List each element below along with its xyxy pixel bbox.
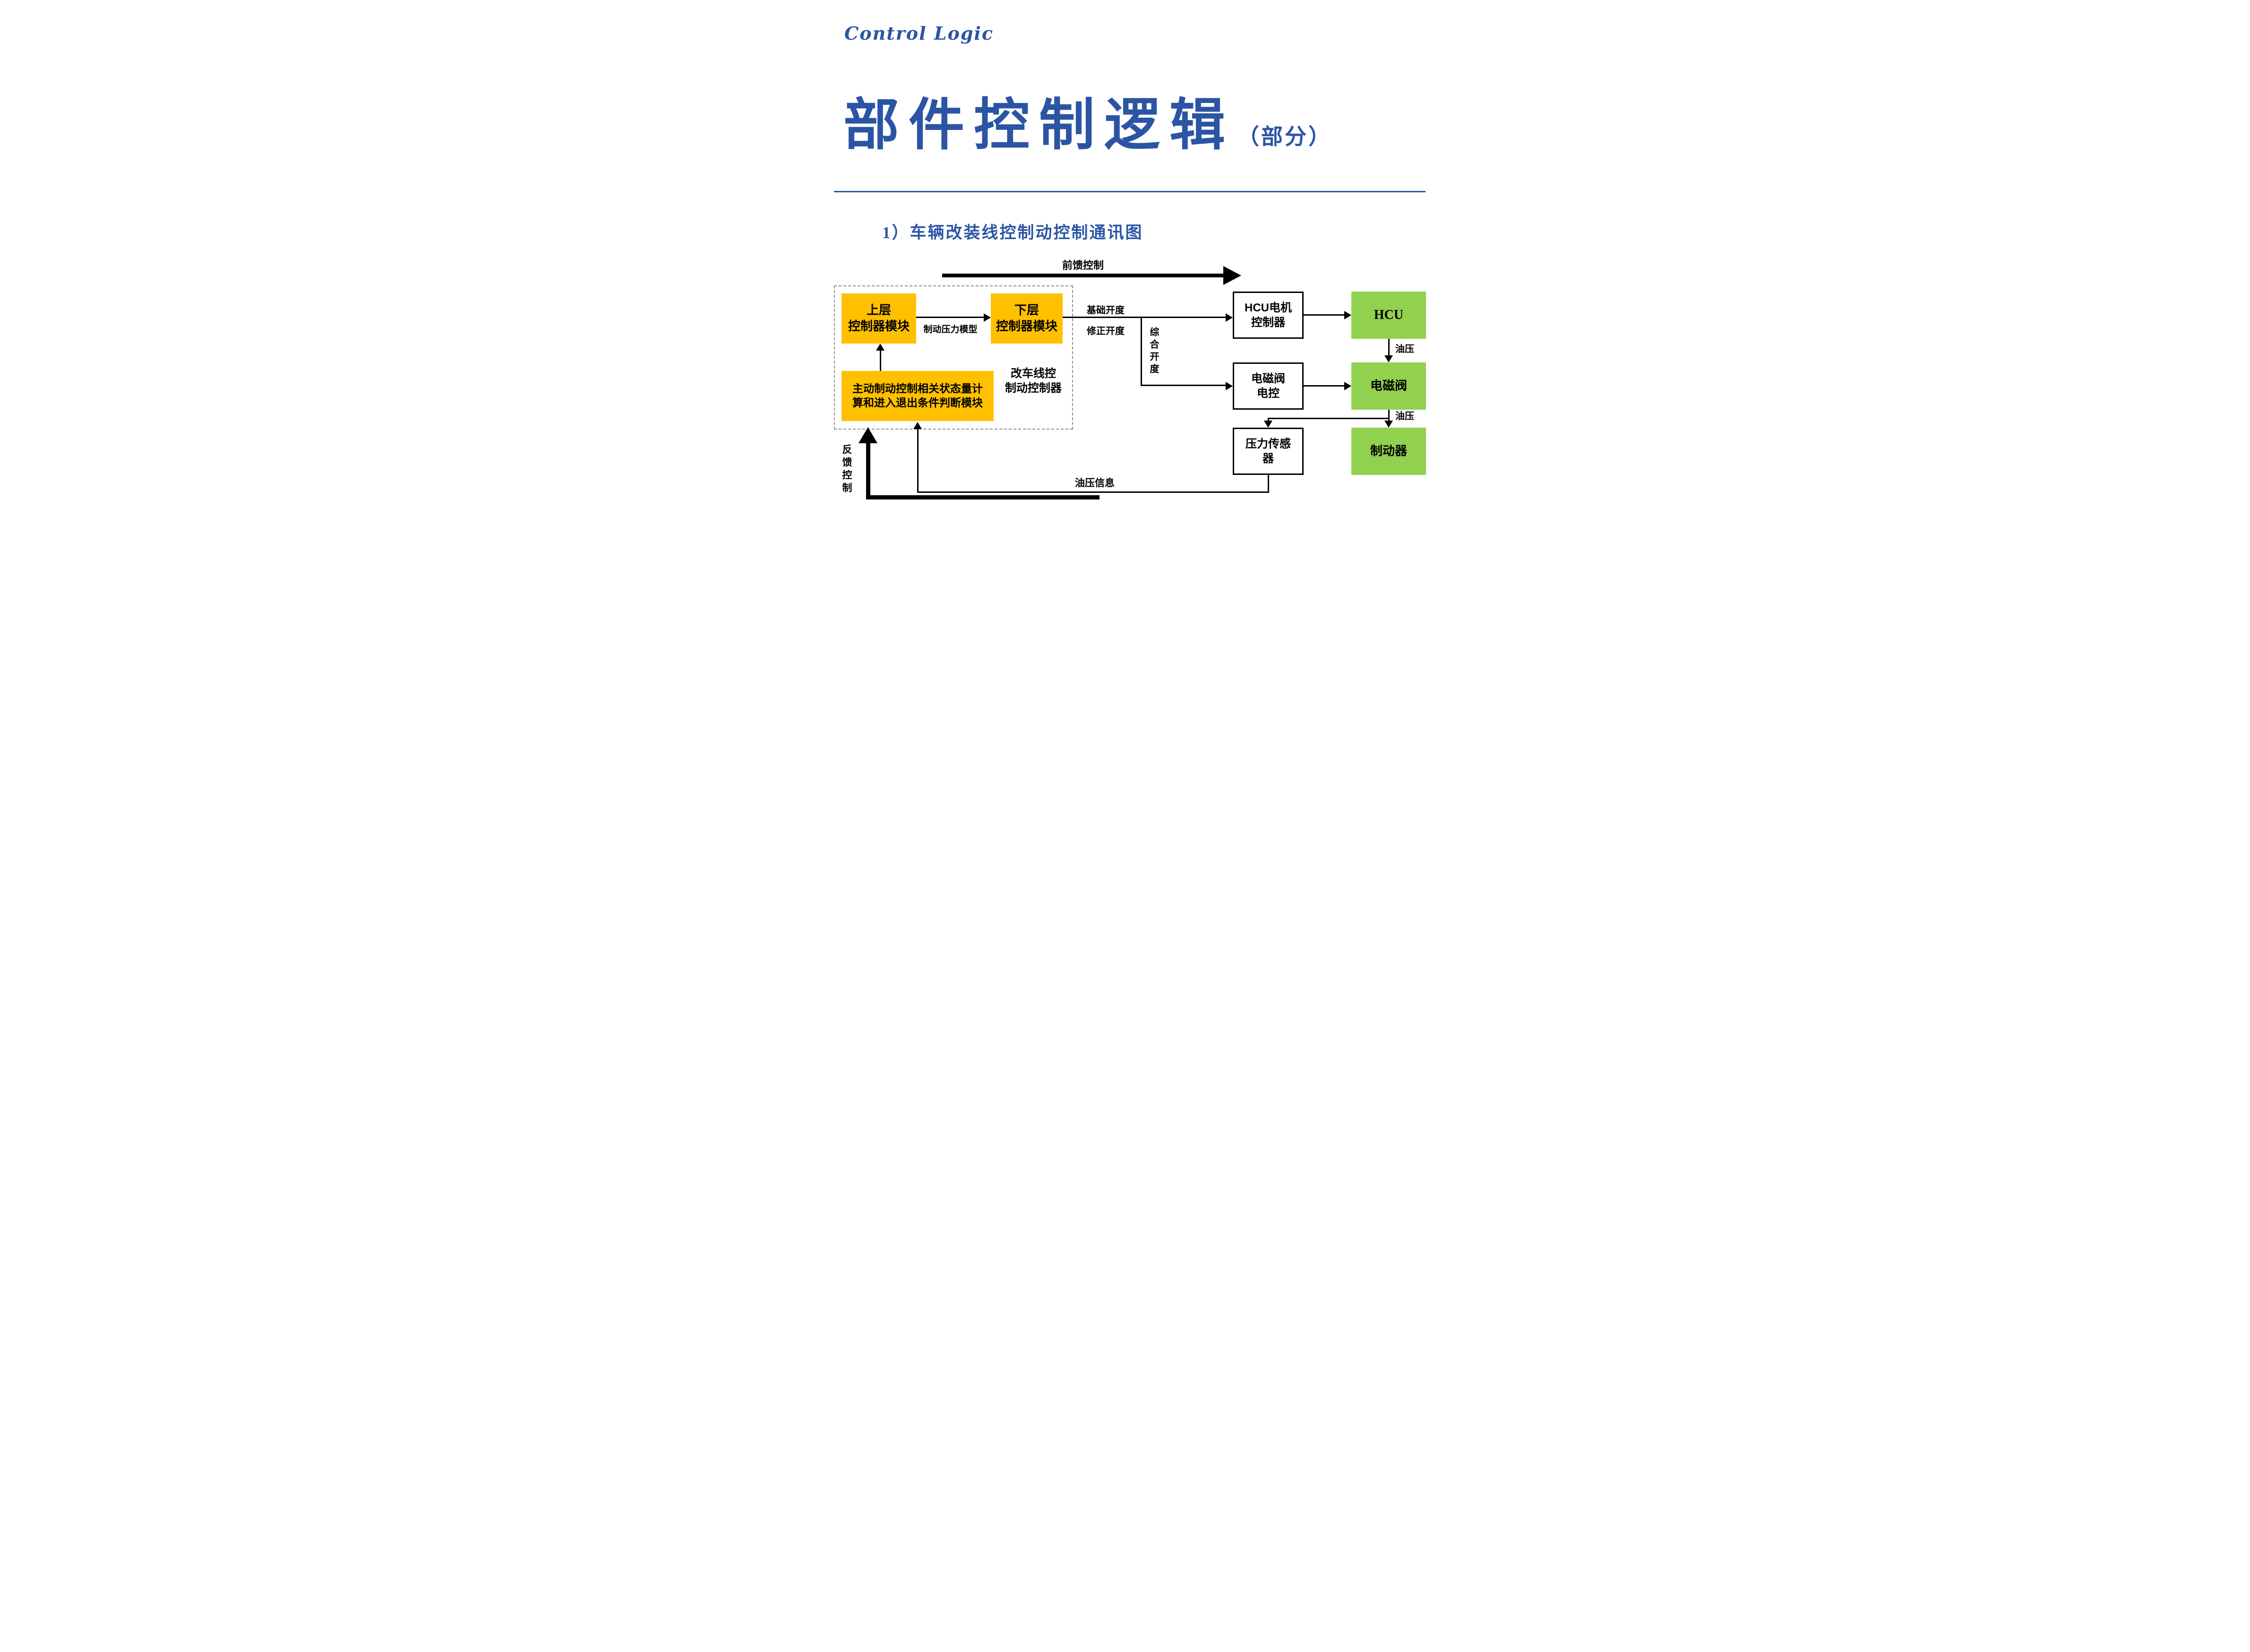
node-label-line: 控制器模块 [848, 319, 910, 333]
page-title-suffix: （部分） [1237, 124, 1332, 149]
main-title-row: 部件控制逻辑 （部分） [843, 79, 1332, 160]
edge-hcu-to-valve [1388, 339, 1390, 356]
feedback-arrow-vertical [866, 443, 870, 499]
page-title: 部件控制逻辑 [843, 92, 1235, 157]
node-solenoid-valve: 电磁阀 [1351, 362, 1426, 410]
edge-valve-to-brake [1388, 410, 1390, 421]
arrowhead-right-icon [1344, 311, 1351, 319]
feedback-arrowhead-icon [859, 427, 877, 443]
edge-statecalc-to-upper [880, 350, 881, 371]
section-heading: 1）车辆改装线控制动控制通讯图 [882, 224, 1143, 242]
node-solenoid-valve-ecu: 电磁阀 电控 [1233, 362, 1304, 410]
feedforward-arrow-line [942, 274, 1223, 277]
edge-hcumotor-to-hcu [1304, 314, 1344, 316]
edge-label-oil-pressure-hcu: 油压 [1395, 344, 1414, 354]
edge-valve-to-sensor-horizontal [1268, 418, 1389, 419]
node-label-line: 上层 [866, 303, 891, 318]
slide: Control Logic 部件控制逻辑 （部分） 1）车辆改装线控制动控制通讯… [773, 0, 1477, 516]
retrofit-controller-caption: 改车线控 制动控制器 [996, 366, 1071, 396]
node-label-line: 下层 [1014, 303, 1039, 318]
arrowhead-up-icon [913, 422, 922, 429]
arrowhead-right-icon [1226, 382, 1233, 390]
edge-label-brake-pressure-model: 制动压力模型 [923, 325, 978, 335]
caption-line: 改车线控 [1011, 367, 1056, 380]
arrowhead-down-icon [1384, 421, 1393, 428]
edge-lower-to-hcumotor [1063, 317, 1226, 318]
arrowhead-up-icon [876, 344, 885, 351]
node-brake: 制动器 [1351, 428, 1426, 475]
node-state-calc-module: 主动制动控制相关状态量计 算和进入退出条件判断模块 [842, 371, 994, 421]
node-label-line: 控制器模块 [996, 319, 1057, 333]
edge-sensor-feedback-horizontal [917, 491, 1269, 493]
retrofit-controller-frame [834, 285, 1073, 430]
arrowhead-right-icon [984, 313, 991, 322]
edge-sensor-feedback-down [1268, 475, 1269, 493]
edge-sensor-feedback-up [917, 429, 919, 493]
arrowhead-down-icon [1384, 355, 1393, 362]
caption-line: 制动控制器 [1005, 382, 1062, 395]
node-label-line: HCU电机 [1245, 301, 1292, 314]
edge-branch-to-valve-ecu [1141, 385, 1226, 386]
node-upper-controller-module: 上层 控制器模块 [842, 293, 916, 344]
edge-upper-to-lower [916, 317, 985, 318]
edge-label-base-opening: 基础开度 [1087, 305, 1125, 316]
node-label-line: 电磁阀 [1370, 379, 1407, 393]
feedforward-arrowhead-icon [1223, 266, 1241, 285]
edge-valveecu-to-valve [1304, 385, 1344, 387]
edge-label-oil-pressure-info: 油压信息 [1075, 477, 1115, 489]
arrowhead-right-icon [1226, 313, 1233, 322]
node-pressure-sensor: 压力传感 器 [1233, 428, 1304, 475]
node-label-line: 器 [1262, 452, 1274, 465]
edge-label-feedforward: 前馈控制 [1062, 259, 1104, 271]
title-divider [834, 191, 1426, 192]
arrowhead-right-icon [1344, 382, 1351, 390]
arrowhead-down-icon [1264, 421, 1272, 428]
node-label-line: 控制器 [1251, 316, 1285, 329]
feedback-arrow-horizontal [866, 495, 1099, 499]
node-label-line: 制动器 [1370, 444, 1407, 458]
node-label-line: HCU [1374, 307, 1404, 322]
node-hcu-motor-controller: HCU电机 控制器 [1233, 292, 1304, 339]
edge-label-feedback: 反馈控制 [841, 444, 852, 495]
node-hcu: HCU [1351, 292, 1426, 339]
edge-label-combined-opening: 综合开度 [1148, 327, 1159, 376]
node-label-line: 算和进入退出条件判断模块 [852, 396, 983, 409]
node-label-line: 电磁阀 [1251, 372, 1285, 385]
node-label-line: 电控 [1257, 387, 1280, 400]
script-title: Control Logic [844, 23, 994, 44]
node-label-line: 主动制动控制相关状态量计 [852, 382, 983, 395]
edge-branch-vertical [1141, 317, 1142, 386]
edge-valve-to-sensor-vertical [1268, 418, 1269, 422]
edge-label-oil-pressure-valve: 油压 [1395, 411, 1414, 422]
edge-label-corrected-opening: 修正开度 [1087, 326, 1125, 336]
node-lower-controller-module: 下层 控制器模块 [991, 293, 1063, 344]
node-label-line: 压力传感 [1245, 437, 1291, 450]
